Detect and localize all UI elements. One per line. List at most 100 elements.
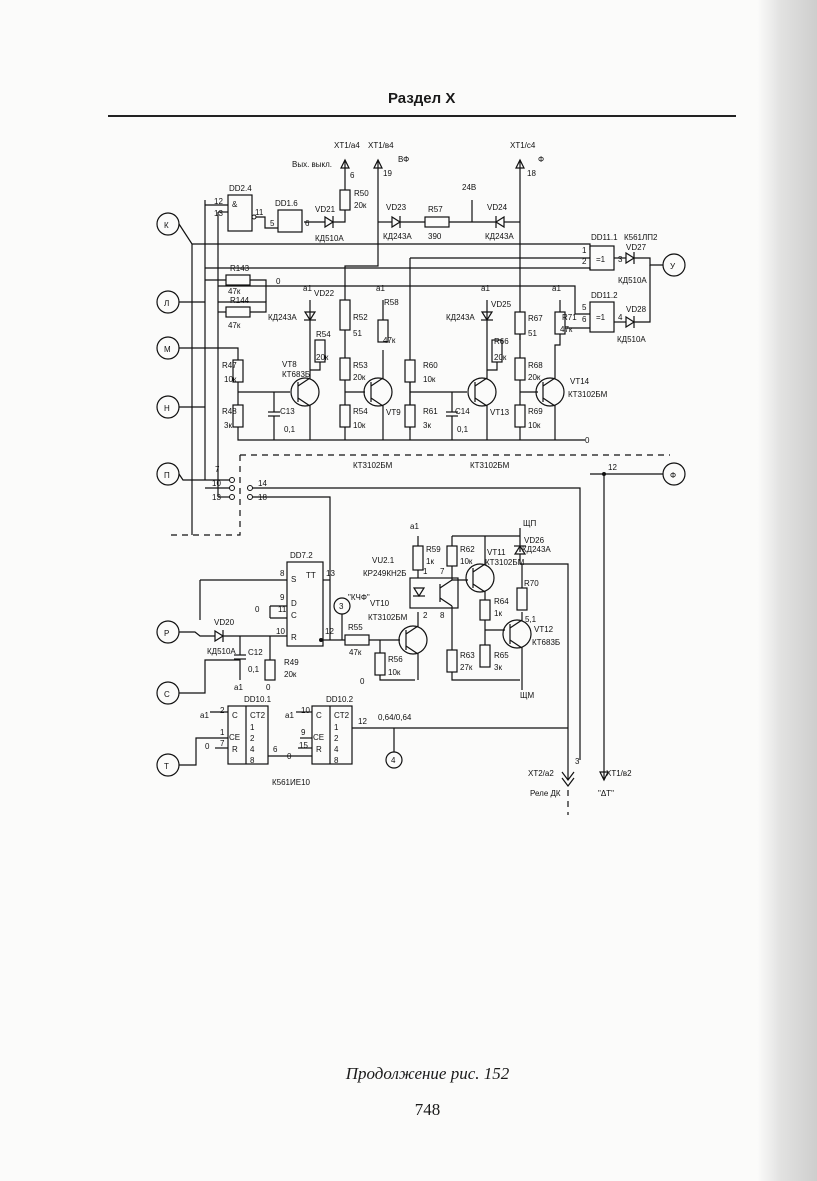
svg-text:8: 8 — [334, 756, 339, 765]
svg-text:4: 4 — [334, 745, 339, 754]
svg-text:12: 12 — [608, 463, 617, 472]
svg-text:10: 10 — [212, 479, 221, 488]
svg-text:R56: R56 — [388, 655, 403, 664]
svg-text:VT8: VT8 — [282, 360, 297, 369]
svg-text:R59: R59 — [426, 545, 441, 554]
svg-text:У: У — [670, 262, 676, 271]
svg-text:КТ3102БМ: КТ3102БМ — [470, 461, 510, 470]
svg-text:VT10: VT10 — [370, 599, 390, 608]
svg-text:Л: Л — [164, 299, 169, 308]
svg-text:КТ683Б: КТ683Б — [532, 638, 560, 647]
svg-text:10к: 10к — [353, 421, 366, 430]
svg-text:0: 0 — [205, 742, 210, 751]
svg-text:XT1/a4: XT1/a4 — [334, 141, 360, 150]
svg-text:6: 6 — [305, 219, 310, 228]
svg-text:7: 7 — [440, 567, 445, 576]
svg-text:VT12: VT12 — [534, 625, 554, 634]
svg-text:2: 2 — [220, 706, 225, 715]
svg-text:13: 13 — [214, 209, 223, 218]
svg-text:390: 390 — [428, 232, 442, 241]
svg-text:Реле ДК: Реле ДК — [530, 789, 561, 798]
svg-text:а1: а1 — [303, 284, 312, 293]
svg-text:а1: а1 — [285, 711, 294, 720]
svg-text:20к: 20к — [494, 353, 507, 362]
svg-text:П: П — [164, 471, 170, 480]
svg-text:10к: 10к — [224, 375, 237, 384]
svg-text:КД243А: КД243А — [446, 313, 475, 322]
figure-caption: Продолжение рис. 152 — [345, 1064, 510, 1083]
svg-text:1: 1 — [250, 723, 255, 732]
optocoupler-vu21 — [409, 577, 459, 609]
svg-text:а1: а1 — [376, 284, 385, 293]
svg-text:27к: 27к — [460, 663, 473, 672]
svg-text:КТ3102БМ: КТ3102БМ — [368, 613, 408, 622]
svg-text:R68: R68 — [528, 361, 543, 370]
svg-text:"ΔТ": "ΔТ" — [598, 789, 614, 798]
svg-text:51: 51 — [353, 329, 362, 338]
svg-text:R64: R64 — [494, 597, 509, 606]
svg-text:а1: а1 — [481, 284, 490, 293]
svg-text:К561ЛП2: К561ЛП2 — [624, 233, 658, 242]
svg-text:Ф: Ф — [670, 471, 676, 480]
svg-text:КТ3102БМ: КТ3102БМ — [353, 461, 393, 470]
svg-text:0,64/0,64: 0,64/0,64 — [378, 713, 412, 722]
svg-text:VD27: VD27 — [626, 243, 647, 252]
svg-text:47к: 47к — [228, 287, 241, 296]
svg-text:DD11.1: DD11.1 — [591, 233, 618, 242]
svg-text:VD24: VD24 — [487, 203, 508, 212]
svg-text:6: 6 — [273, 745, 278, 754]
counter-dd101 — [227, 705, 269, 765]
svg-text:0,1: 0,1 — [284, 425, 296, 434]
svg-text:R67: R67 — [528, 314, 543, 323]
svg-text:5: 5 — [582, 303, 587, 312]
svg-text:=1: =1 — [596, 313, 606, 322]
svg-text:20к: 20к — [354, 201, 367, 210]
svg-text:15: 15 — [299, 741, 308, 750]
svg-text:7: 7 — [220, 739, 225, 748]
svg-text:DD10.1: DD10.1 — [244, 695, 272, 704]
svg-text:R143: R143 — [230, 264, 250, 273]
svg-text:КД243А: КД243А — [268, 313, 297, 322]
svg-text:CT2: CT2 — [250, 711, 266, 720]
svg-text:VD21: VD21 — [315, 205, 336, 214]
svg-text:3к: 3к — [494, 663, 502, 672]
svg-text:1: 1 — [423, 567, 428, 576]
svg-text:КТ3102БМ: КТ3102БМ — [485, 558, 525, 567]
output-u: У — [662, 253, 686, 277]
svg-text:R60: R60 — [423, 361, 438, 370]
svg-text:3к: 3к — [423, 421, 431, 430]
section-header: Раздел X — [388, 90, 456, 107]
trigger-dd72 — [286, 561, 324, 647]
svg-text:47к: 47к — [228, 321, 241, 330]
svg-text:CE: CE — [313, 733, 324, 742]
svg-text:С: С — [164, 690, 170, 699]
svg-text:4: 4 — [250, 745, 255, 754]
svg-text:К: К — [164, 221, 169, 230]
svg-text:DD7.2: DD7.2 — [290, 551, 313, 560]
svg-text:а1: а1 — [200, 711, 209, 720]
gate-dd24 — [227, 194, 253, 232]
connector-s: С — [156, 681, 180, 705]
svg-text:14: 14 — [258, 479, 267, 488]
svg-text:2: 2 — [250, 734, 255, 743]
svg-text:12: 12 — [358, 717, 367, 726]
svg-text:КД510А: КД510А — [207, 647, 236, 656]
svg-text:S: S — [291, 575, 296, 584]
svg-text:R: R — [291, 633, 297, 642]
svg-text:XT1/в2: XT1/в2 — [606, 769, 632, 778]
svg-text:VT9: VT9 — [386, 408, 401, 417]
svg-text:13: 13 — [212, 493, 221, 502]
svg-text:10: 10 — [301, 706, 310, 715]
svg-text:9: 9 — [280, 593, 285, 602]
counter-dd102 — [311, 705, 353, 765]
svg-text:20к: 20к — [528, 373, 541, 382]
gate-dd112 — [589, 301, 615, 333]
svg-text:10к: 10к — [388, 668, 401, 677]
svg-text:R65: R65 — [494, 651, 509, 660]
svg-text:КТ3102БМ: КТ3102БМ — [568, 390, 608, 399]
svg-text:6: 6 — [350, 171, 355, 180]
svg-text:3к: 3к — [224, 421, 232, 430]
svg-text:C: C — [232, 711, 238, 720]
svg-text:DD1.6: DD1.6 — [275, 199, 298, 208]
svg-text:1к: 1к — [494, 609, 502, 618]
